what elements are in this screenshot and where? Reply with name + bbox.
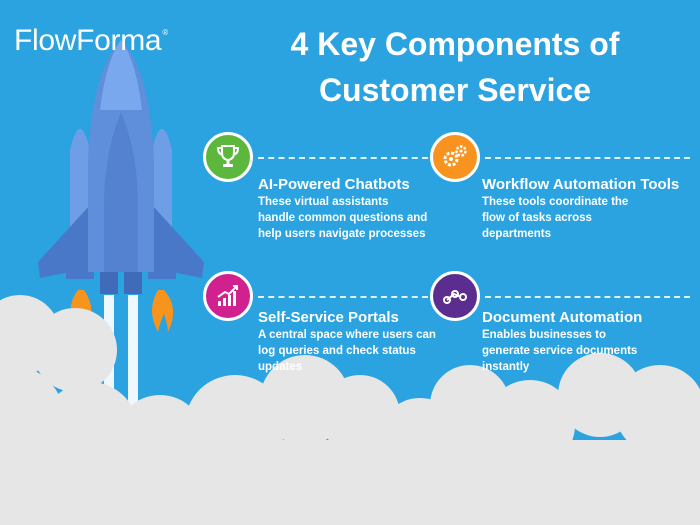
connector-line-3 [258,296,428,298]
badge-chatbots [203,132,253,182]
page-title-line2: Customer Service [318,72,592,108]
workflow-nodes-icon [443,290,467,304]
gears-icon [443,145,467,167]
component-title-chatbots: AI-Powered Chatbots [258,176,410,193]
wing-right [152,205,204,278]
badge-portals [203,271,253,321]
rocket-nose [100,40,142,110]
registered-mark: ® [162,28,168,37]
trophy-icon [216,145,240,167]
main-nozzle-left [100,272,118,294]
growth-chart-icon [217,285,238,306]
flame-right [152,290,174,332]
component-title-workflow: Workflow Automation Tools [482,176,680,193]
component-desc-workflow: These tools coordinate the flow of tasks… [482,196,629,240]
connector-line-4 [485,296,690,298]
rocket-orbiter [104,112,138,272]
connector-line-1 [258,157,428,159]
component-desc-documents: Enables businesses to generate service d… [482,329,638,373]
component-desc-portals: A central space where users can log quer… [258,329,436,373]
connector-line-2 [485,157,690,159]
brand-name: FlowForma [14,24,162,57]
page-title-line1: 4 Key Components of [290,26,620,62]
wing-left [38,205,90,278]
badge-documents [430,271,480,321]
component-title-documents: Document Automation [482,309,643,326]
main-nozzle-right [124,272,142,294]
brand-logo: FlowForma® [14,24,168,58]
badge-workflow [430,132,480,182]
component-desc-chatbots: These virtual assistants handle common q… [258,196,428,240]
component-title-portals: Self-Service Portals [258,309,399,326]
